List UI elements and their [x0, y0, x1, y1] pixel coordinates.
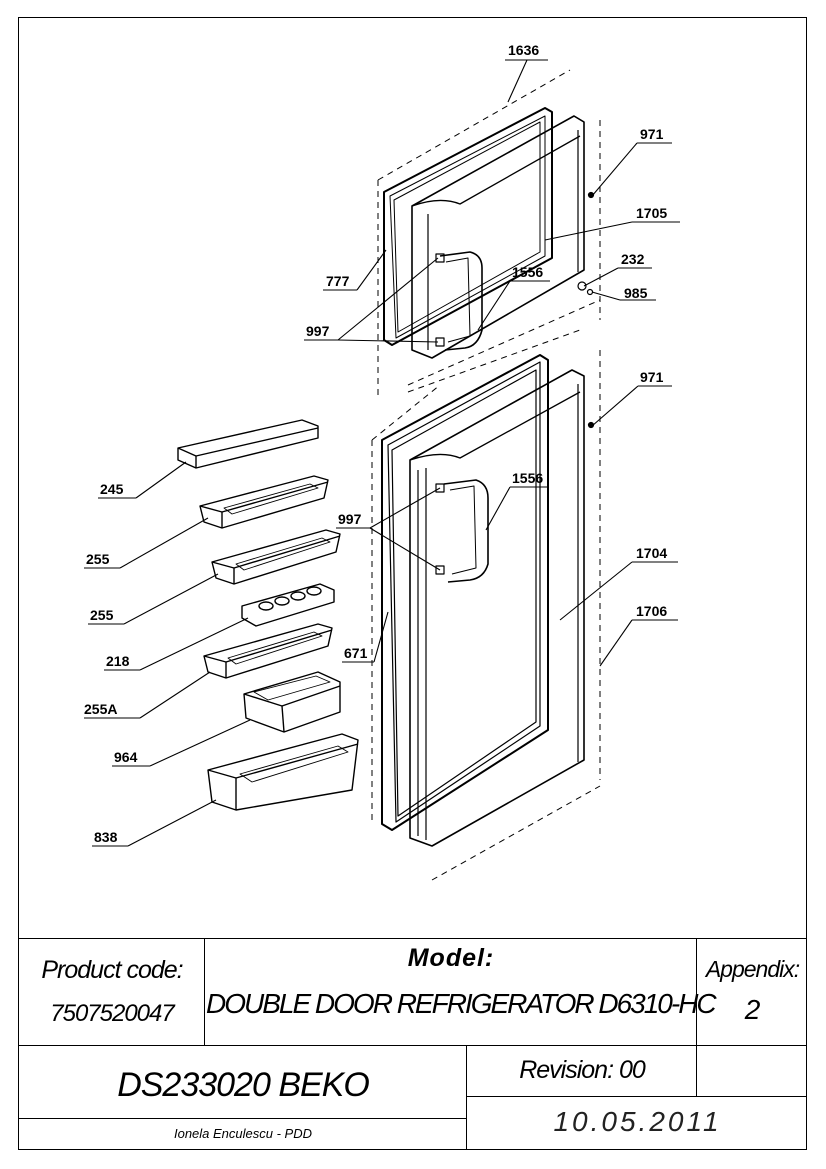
callout-671: 671: [344, 645, 368, 661]
callout-245: 245: [100, 481, 124, 497]
callout-971-upper: 971: [640, 126, 664, 142]
product-code-value: 7507520047: [50, 1000, 174, 1027]
callout-997-upper: 997: [306, 323, 330, 339]
part-255-shelf-lower: [211, 529, 341, 585]
part-255-shelf-upper: [199, 475, 329, 529]
author: Ionela Enculescu - PDD: [173, 1126, 312, 1141]
drawing-id: DS233020 BEKO: [117, 1066, 370, 1104]
product-code-label: Product code:: [41, 956, 183, 984]
lower-door-panel: [409, 369, 585, 847]
part-218-egg-tray: [241, 583, 335, 627]
callout-1556-upper: 1556: [512, 264, 543, 280]
model-label: Model:: [407, 944, 495, 972]
callout-218: 218: [106, 653, 130, 669]
appendix-value: 2: [744, 994, 761, 1025]
part-255A-shelf: [203, 623, 333, 679]
drawing-frame: [18, 17, 807, 1150]
callout-1556-lower: 1556: [512, 470, 543, 486]
part-964-dairy-box: [243, 671, 341, 733]
callout-971-lower: 971: [640, 369, 664, 385]
callout-255A: 255A: [84, 701, 117, 717]
revision: Revision: 00: [519, 1056, 646, 1084]
callout-997-lower: 997: [338, 511, 362, 527]
callout-838: 838: [94, 829, 118, 845]
leader-lines: [84, 59, 680, 847]
callout-232: 232: [621, 251, 645, 267]
callout-255-upper: 255: [86, 551, 110, 567]
appendix-label: Appendix:: [705, 956, 800, 982]
callout-255-lower: 255: [90, 607, 114, 623]
date: 10.05.2011: [553, 1106, 722, 1137]
callout-labels: 1636 971 1705 232 985 777 1556 997 971 2…: [84, 42, 667, 845]
callout-1705: 1705: [636, 205, 667, 221]
callout-1704: 1704: [636, 545, 667, 561]
lower-door-handle: [443, 479, 489, 583]
callout-1636: 1636: [508, 42, 539, 58]
lower-door-assembly: [371, 329, 601, 881]
callout-777: 777: [326, 273, 350, 289]
callout-1706: 1706: [636, 603, 667, 619]
upper-door-gasket: [383, 107, 553, 346]
part-245-butter-cover: [177, 419, 319, 469]
upper-door-handle: [439, 251, 483, 351]
callout-985: 985: [624, 285, 648, 301]
lower-door-gasket: [381, 354, 549, 831]
callout-964: 964: [114, 749, 138, 765]
upper-door-assembly: [377, 69, 601, 400]
model-value: DOUBLE DOOR REFRIGERATOR D6310-HC: [206, 988, 717, 1019]
